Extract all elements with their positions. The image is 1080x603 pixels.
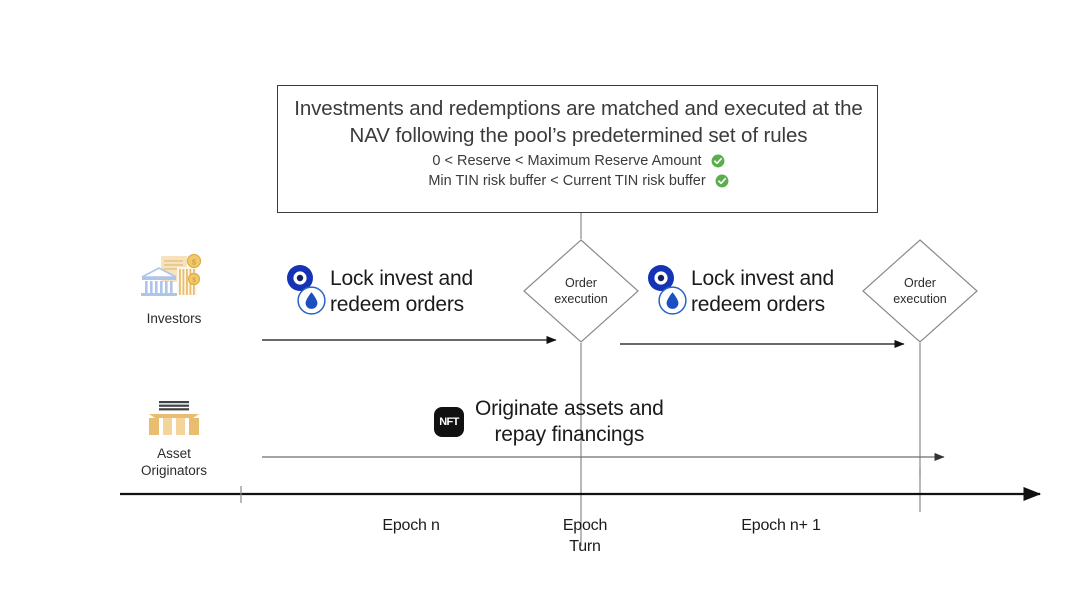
timeline-label-line1: Epoch xyxy=(562,517,608,534)
rule-item: Min TIN risk buffer < Current TIN risk b… xyxy=(288,172,869,192)
actor-originators-label: Asset Originators xyxy=(109,445,239,479)
step-originate-assets: NFT Originate assets and repay financing… xyxy=(434,396,664,448)
timeline-label-line1: Epoch n xyxy=(382,517,440,534)
decision-label-line1: Order xyxy=(565,276,597,290)
centrifuge-icon xyxy=(647,264,675,292)
decision-label-line2: execution xyxy=(554,292,608,306)
rule-text: Min TIN risk buffer < Current TIN risk b… xyxy=(428,172,706,189)
timeline-label-line2: Turn xyxy=(569,538,601,555)
step-label-line1: Originate assets and xyxy=(475,397,664,420)
step-label: Lock invest and redeem orders xyxy=(330,266,473,318)
decision-label: Order execution xyxy=(523,275,639,307)
step-label-line1: Lock invest and xyxy=(691,267,834,290)
protocol-badges xyxy=(284,264,330,320)
diamond-shape xyxy=(523,239,639,343)
decision-order-execution-2: Order execution xyxy=(862,239,978,343)
timeline-label-epoch-n: Epoch n xyxy=(340,515,482,536)
protocol-badges xyxy=(645,264,691,320)
green-check-icon xyxy=(711,154,725,168)
timeline-label-line1: Epoch n+ 1 xyxy=(741,517,821,534)
decision-label-line1: Order xyxy=(904,276,936,290)
tinlake-droplet-icon xyxy=(297,286,326,315)
svg-text:$: $ xyxy=(192,260,196,267)
rule-item: 0 < Reserve < Maximum Reserve Amount xyxy=(288,152,869,172)
step-label: Originate assets and repay financings xyxy=(475,396,664,448)
rule-text: 0 < Reserve < Maximum Reserve Amount xyxy=(432,153,702,169)
callout-headline: Investments and redemptions are matched … xyxy=(294,97,863,147)
green-check-icon xyxy=(715,174,729,188)
rules-callout-box: Investments and redemptions are matched … xyxy=(277,85,878,213)
step-lock-orders-epoch-n: Lock invest and redeem orders xyxy=(284,264,473,320)
bank-investors-icon: $ $ xyxy=(109,251,239,303)
step-lock-orders-epoch-n1: Lock invest and redeem orders xyxy=(645,264,834,320)
actor-originators-label-line2: Originators xyxy=(140,463,208,478)
step-label-line2: redeem orders xyxy=(330,293,464,316)
timeline-label-epoch-turn: Epoch Turn xyxy=(520,515,650,557)
actor-investors-label: Investors xyxy=(146,311,202,326)
decision-order-execution-1: Order execution xyxy=(523,239,639,343)
svg-text:$: $ xyxy=(192,278,196,284)
actor-investors: $ $ Investors xyxy=(109,251,239,327)
centrifuge-icon xyxy=(286,264,314,292)
actor-originators-label-line1: Asset xyxy=(157,446,191,461)
warehouse-originators-icon xyxy=(109,386,239,438)
callout-rules-list: 0 < Reserve < Maximum Reserve Amount Min… xyxy=(288,152,869,191)
decision-label-line2: execution xyxy=(893,292,947,306)
decision-label: Order execution xyxy=(862,275,978,307)
timeline-label-epoch-n-plus-1: Epoch n+ 1 xyxy=(710,515,852,536)
step-label-line1: Lock invest and xyxy=(330,267,473,290)
diamond-shape xyxy=(862,239,978,343)
step-label-line2: repay financings xyxy=(494,423,645,446)
tinlake-droplet-icon xyxy=(658,286,687,315)
nft-icon: NFT xyxy=(434,407,464,437)
actor-asset-originators: Asset Originators xyxy=(109,386,239,479)
step-label: Lock invest and redeem orders xyxy=(691,266,834,318)
step-label-line2: redeem orders xyxy=(691,293,825,316)
